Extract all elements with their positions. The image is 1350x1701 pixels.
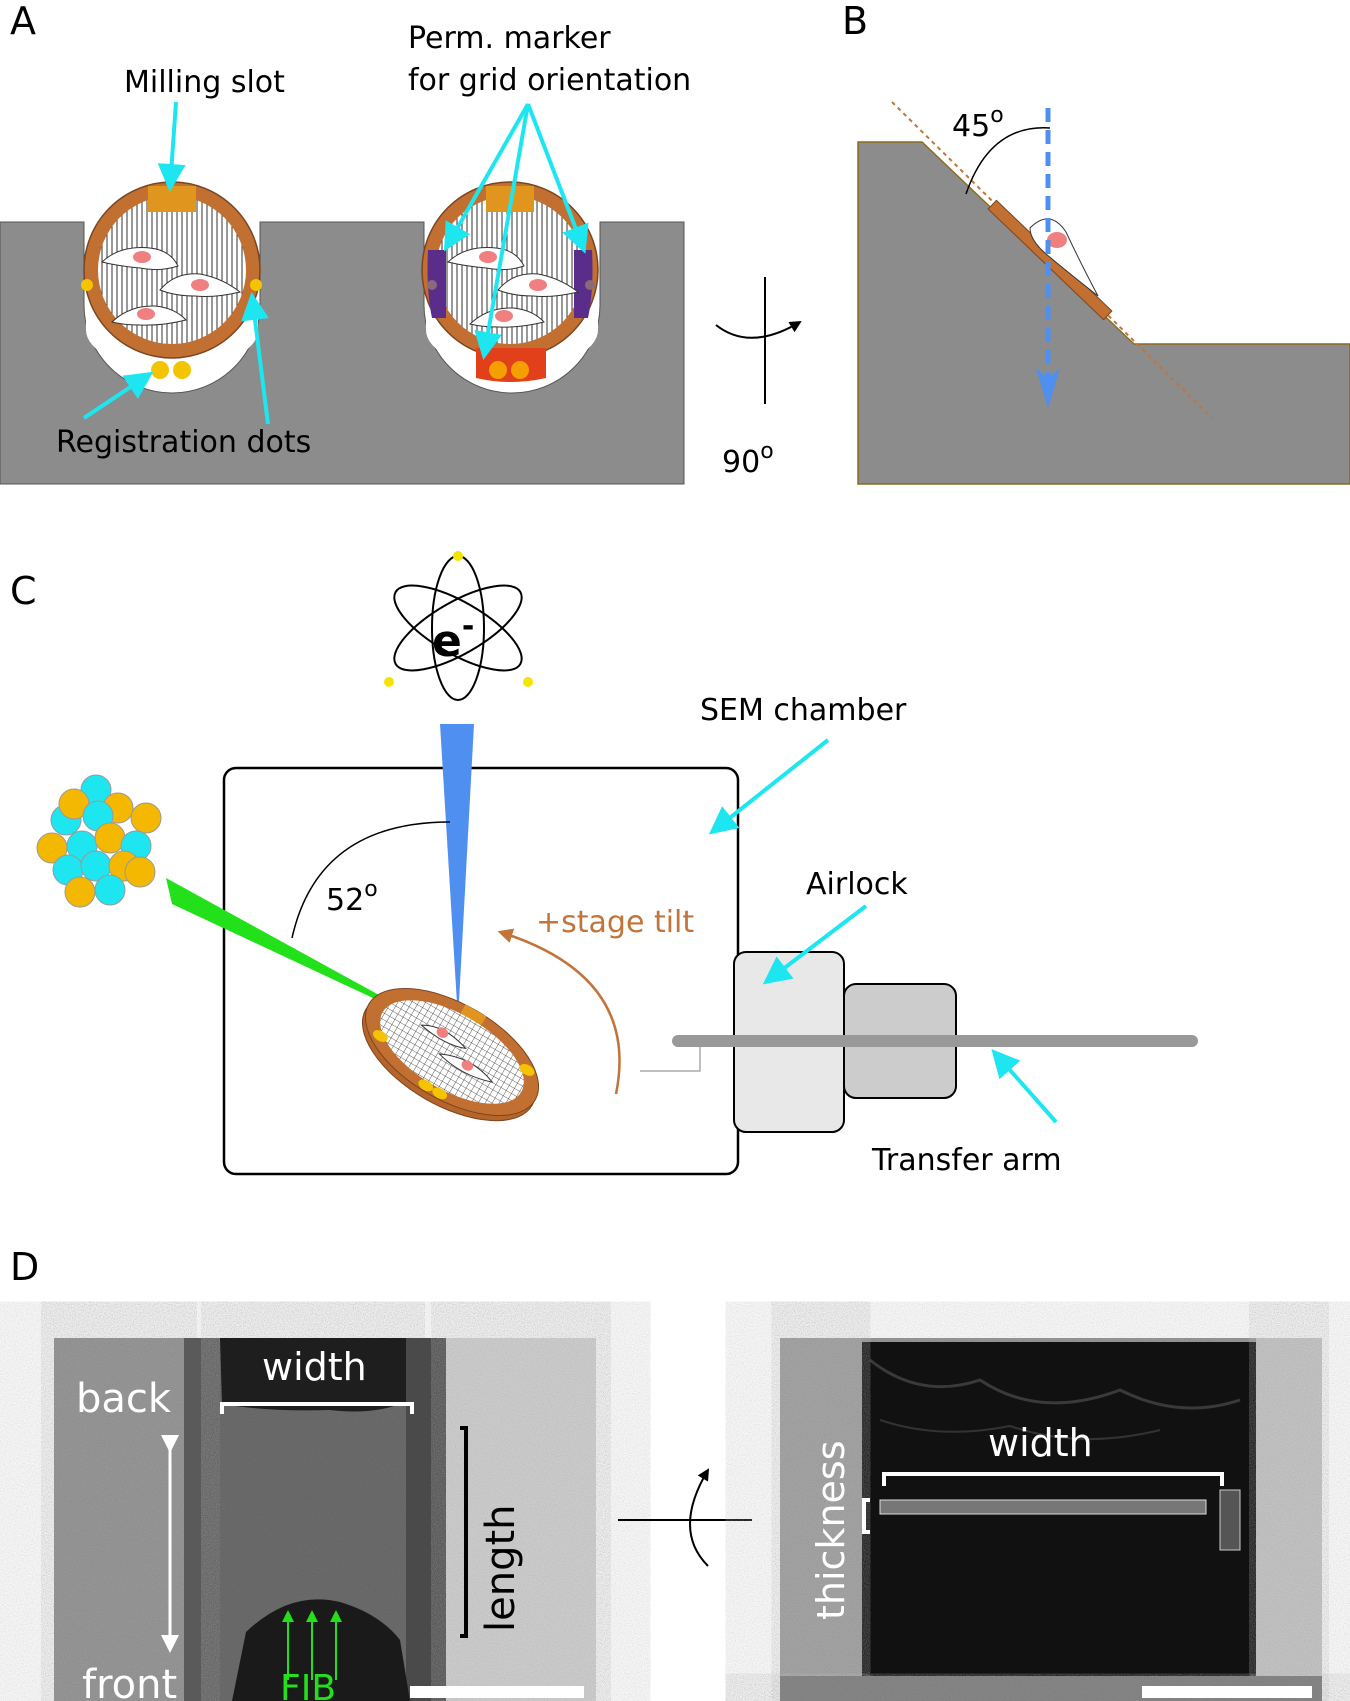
- airlock-link: [640, 1040, 701, 1072]
- scale-bar-left: [410, 1686, 584, 1698]
- length-label: length: [478, 1505, 524, 1633]
- milling-slot-tab: [148, 186, 196, 212]
- fib-label: FIB: [280, 1668, 336, 1701]
- angle-arc-52: [291, 821, 451, 939]
- cell: [110, 305, 187, 326]
- front-label: front: [82, 1662, 177, 1701]
- electron-source-icon: e-: [384, 551, 533, 701]
- sem-chamber-arrow: [708, 738, 830, 835]
- fib-arrows: [282, 1610, 342, 1680]
- perm-marker-right: [574, 250, 593, 318]
- perm-marker-arrow-3: [526, 103, 589, 254]
- grid-left: [81, 181, 262, 386]
- panel-d: D width back front length FIB: [10, 1245, 1322, 1701]
- transfer-arm-label: Transfer arm: [871, 1143, 1062, 1178]
- panel-c-letter: C: [10, 569, 37, 613]
- transfer-arm: [672, 1035, 1198, 1047]
- panel-a-letter: A: [10, 0, 36, 43]
- thickness-bracket: [862, 1498, 870, 1534]
- perm-marker-label-line1: Perm. marker: [408, 21, 611, 56]
- reg-dot: [173, 361, 191, 379]
- stage-tilt-label: +stage tilt: [536, 905, 694, 940]
- cell: [446, 247, 525, 271]
- reg-dot: [81, 279, 93, 291]
- back-label: back: [76, 1376, 172, 1422]
- angle-45-label: 45o: [952, 103, 1004, 144]
- pretilt-block: [857, 141, 1350, 485]
- milling-slot-label: Milling slot: [124, 65, 285, 100]
- sem-image-side-view: [780, 1338, 1322, 1701]
- panel-a: A: [0, 0, 802, 485]
- perm-marker-label-line2: for grid orientation: [408, 63, 691, 98]
- svg-text:e-: e-: [432, 609, 474, 667]
- sem-image-top-view: [54, 1338, 596, 1701]
- registration-dots-label: Registration dots: [56, 425, 311, 460]
- airlock-label: Airlock: [806, 867, 908, 902]
- transfer-arm-arrow: [991, 1049, 1058, 1124]
- cell: [159, 273, 242, 297]
- panel-c: C e-: [10, 551, 1198, 1178]
- reg-dot: [151, 361, 169, 379]
- panel-b-letter: B: [842, 0, 868, 43]
- panel-b: B 45o: [842, 0, 1350, 485]
- electron-beam: [440, 724, 474, 1020]
- panel-d-letter: D: [10, 1245, 39, 1289]
- scale-bar-right: [1142, 1686, 1312, 1698]
- grid-on-stage: [361, 988, 540, 1122]
- width-label-left: width: [262, 1345, 367, 1389]
- grid-right: [421, 181, 599, 386]
- thickness-label: thickness: [809, 1441, 853, 1621]
- stage-tilt-arrow: [497, 928, 621, 1095]
- cell: [100, 247, 179, 271]
- width-bracket-left: [220, 1402, 414, 1414]
- reg-dot: [250, 279, 262, 291]
- width-label-right: width: [988, 1421, 1093, 1465]
- rotation-symbol-d: [618, 1468, 752, 1567]
- cell: [497, 273, 580, 297]
- airlock-arrow: [762, 904, 868, 985]
- milling-slot-arrow: [157, 101, 186, 192]
- perm-marker-arrow-1: [444, 103, 530, 252]
- perm-marker-arrow-2: [474, 103, 530, 360]
- rotation-90-symbol: [715, 277, 802, 404]
- tilted-cell: [1029, 218, 1099, 297]
- ion-source-icon: [36, 774, 162, 908]
- reg-dots-arrow-1: [82, 371, 154, 420]
- width-bracket-right: [882, 1472, 1224, 1486]
- length-bracket: [460, 1426, 468, 1638]
- rotation-90-label: 90o: [722, 439, 774, 480]
- angle-52-label: 52o: [326, 877, 378, 918]
- angle-arc-45: [965, 127, 1051, 195]
- reg-dots-arrow-2: [241, 292, 270, 425]
- sem-chamber-label: SEM chamber: [700, 693, 907, 728]
- electron-beam-arrowhead: [1036, 368, 1060, 408]
